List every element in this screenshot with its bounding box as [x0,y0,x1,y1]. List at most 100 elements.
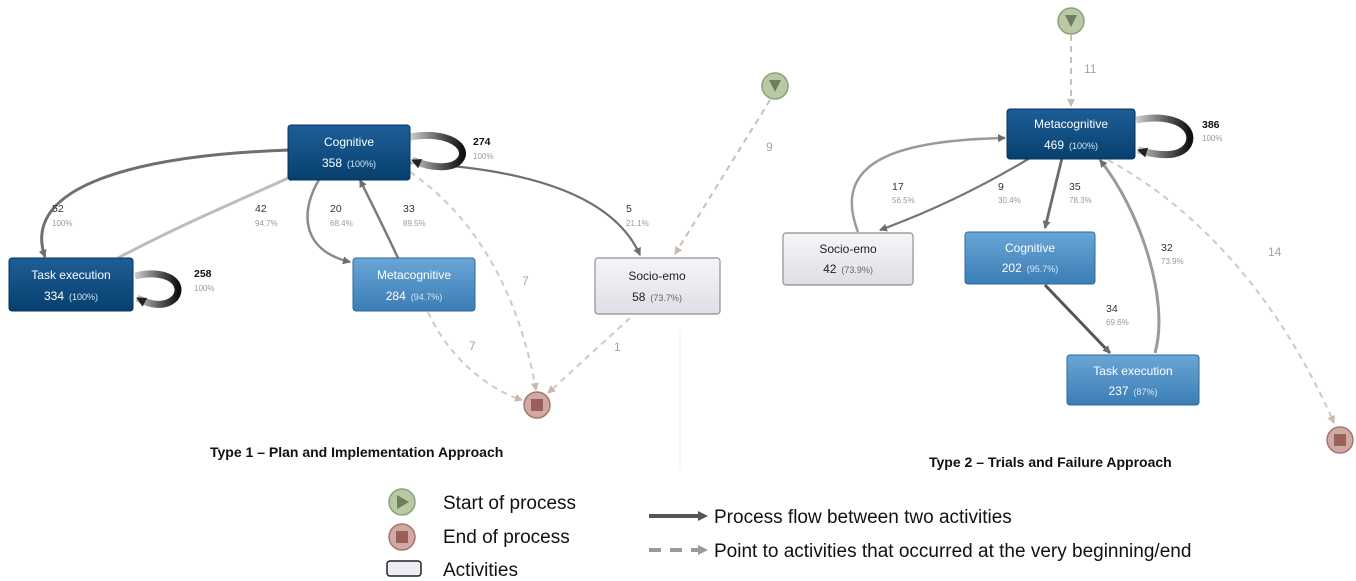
node-title: Cognitive [324,135,374,149]
type2-start-node [1057,7,1085,35]
node-percent: (100%) [69,292,98,302]
edge-pct-cog-to-task: 69.6% [1106,318,1129,327]
loop-cognitive [409,132,466,171]
start-play-icon [397,495,409,509]
type2-process-map: Metacognitive 469(100%) Socio-emo 42(73.… [782,7,1354,470]
activity-box-icon [386,560,422,577]
node-percent: (100%) [347,159,376,169]
svg-text:334(100%): 334 (100%) [44,289,98,303]
node-title: Socio-emo [628,269,686,283]
dashed-arrowhead-icon [698,545,708,555]
edge-pct-socio-to-meta: 56.5% [892,196,915,205]
legend-end: End of process [388,523,570,551]
edge-count-socio-to-meta: 17 [892,181,904,193]
end-square-icon [1334,434,1346,446]
edge-count-cog-to-task: 52 [52,203,64,215]
type2-node-socio-emo: Socio-emo 42 (73.9%) [782,232,914,286]
legend-flow-label: Process flow between two activities [714,507,1012,528]
dashed-count-start-to-socio: 9 [766,140,773,154]
edge-cognitive-to-task-execution [1043,283,1112,355]
node-percent: (73.7%) [650,293,682,303]
node-title: Socio-emo [819,242,877,256]
type1-caption: Type 1 – Plan and Implementation Approac… [210,444,503,460]
dashed-metacognitive-to-end [427,311,523,402]
edge-count-task-to-cog: 42 [255,203,267,215]
node-percent: (94.7%) [411,292,443,302]
type1-node-cognitive: Cognitive 358 (100%) [287,124,411,181]
legend-start-label: Start of process [443,493,576,514]
edge-socio-emo-to-metacognitive [850,134,1006,233]
svg-text:237(87%): 237 (87%) [1108,384,1157,398]
edge-pct-task-to-meta: 73.9% [1161,257,1184,266]
type2-node-metacognitive: Metacognitive 469(100%) [1006,108,1136,160]
start-triangle-icon [769,80,781,92]
node-count: 42 [823,262,837,276]
edge-count-meta-to-cog: 33 [403,203,415,215]
node-percent: (87%) [1134,387,1158,397]
edge-metacognitive-to-socio-emo [879,157,1031,232]
svg-text:469(100%): 469 (100%) [1044,138,1098,152]
loop-task-execution [134,270,182,308]
node-title: Cognitive [1005,241,1055,255]
dashed-count-meta-to-end: 14 [1268,245,1282,259]
end-square-icon [531,399,543,411]
legend: Start of process End of process Activiti… [386,488,1191,581]
edge-pct-meta-to-cog: 78.3% [1069,196,1092,205]
legend-flow: Process flow between two activities [649,507,1012,528]
type2-node-cognitive: Cognitive 202 (95.7%) [964,231,1096,285]
edge-cognitive-to-task-execution [38,148,291,258]
loop-pct-metacognitive: 100% [1202,134,1222,143]
edge-metacognitive-to-cognitive [1042,157,1064,229]
legend-point: Point to activities that occurred at the… [649,541,1191,562]
edge-pct-cog-to-socio: 21.1% [626,219,649,228]
dashed-metacognitive-to-end [1107,159,1335,424]
node-count: 469 [1044,138,1064,152]
dashed-start-to-socio-emo [674,99,771,255]
edge-pct-meta-to-cog: 89.5% [403,219,426,228]
loop-pct-cognitive: 100% [473,152,493,161]
svg-text:284(94.7%): 284 (94.7%) [386,289,443,303]
legend-activities: Activities [386,560,518,581]
loop-metacognitive [1135,114,1194,159]
solid-arrowhead-icon [698,511,708,521]
type1-node-task-execution: Task execution 334 (100%) [8,257,134,312]
dashed-count-start-to-meta: 11 [1084,62,1097,76]
svg-text:58(73.7%): 58 (73.7%) [632,290,682,304]
type1-node-socio-emo: Socio-emo 58 (73.7%) [594,257,721,315]
dashed-count-socio-to-end: 1 [614,340,621,354]
type1-process-map: Cognitive 358 (100%) Task execution 334 (1… [8,72,789,460]
node-count: 237 [1108,384,1128,398]
node-count: 358 [322,156,342,170]
edge-cognitive-to-socio-emo [409,161,642,256]
edge-count-cog-to-meta: 20 [330,203,342,215]
node-percent: (73.9%) [841,265,873,275]
node-percent: (95.7%) [1027,264,1059,274]
node-title: Task execution [31,268,110,282]
legend-start: Start of process [388,488,576,516]
edge-pct-meta-to-socio: 30.4% [998,196,1021,205]
loop-count-task-execution: 258 [194,268,212,280]
edge-metacognitive-to-cognitive [358,179,400,259]
loop-count-metacognitive: 386 [1202,119,1220,131]
legend-point-label: Point to activities that occurred at the… [714,541,1191,562]
node-count: 58 [632,290,646,304]
edge-pct-cog-to-task: 100% [52,219,72,228]
svg-text:42(73.9%): 42 (73.9%) [823,262,873,276]
edge-count-meta-to-cog: 35 [1069,181,1081,193]
dashed-count-meta-to-end: 7 [469,339,476,353]
type2-node-task-execution: Task execution 237(87%) [1066,354,1200,406]
node-count: 334 [44,289,64,303]
type2-edge-labels: 11 14 386 100% 17 56.5% 9 30.4% 35 78.3%… [892,62,1282,327]
start-triangle-icon [1065,15,1077,27]
node-count: 284 [386,289,406,303]
edge-cognitive-to-metacognitive [306,177,351,265]
loop-count-cognitive: 274 [473,136,491,148]
edge-count-meta-to-socio: 9 [998,181,1004,193]
svg-text:358(100%): 358 (100%) [322,156,376,170]
node-count: 202 [1002,261,1022,275]
node-percent: (100%) [1069,141,1098,151]
edge-count-cog-to-task: 34 [1106,303,1118,315]
type1-end-node [523,391,551,419]
svg-text:202(95.7%): 202 (95.7%) [1002,261,1059,275]
